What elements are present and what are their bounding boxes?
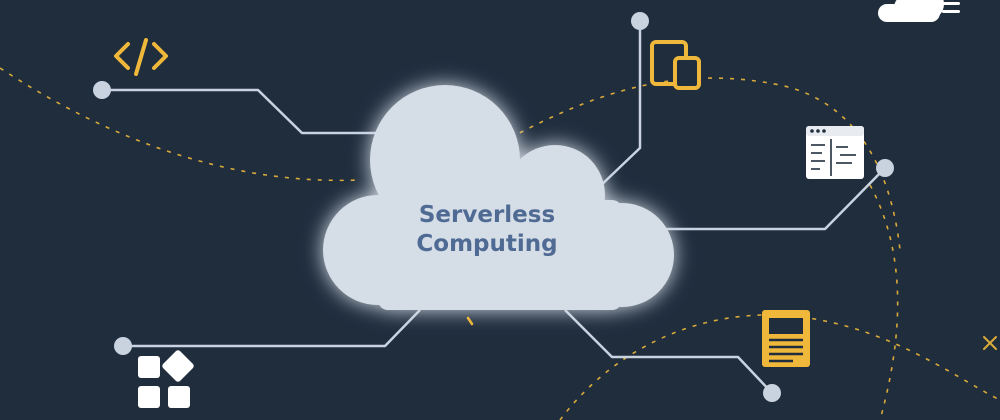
code-icon [114, 38, 168, 76]
central-cloud [323, 85, 674, 310]
cloud-title-line1: Serverless [419, 202, 555, 228]
cloud-base [378, 200, 622, 310]
document-icon [762, 310, 810, 367]
connector-nodes [93, 12, 894, 402]
node-top-left [93, 81, 111, 99]
node-top-center [631, 12, 649, 30]
connector-top-center [595, 21, 642, 191]
node-bottom-right [763, 384, 781, 402]
connector-lines [102, 21, 886, 394]
cloud-puff-main [370, 85, 520, 235]
connector-right [660, 167, 886, 231]
cloud-title-line2: Computing [416, 231, 557, 257]
accent-tick [466, 316, 474, 326]
weather-cloud-icon [878, 0, 960, 22]
apps-grid-icon [138, 350, 194, 408]
node-right [876, 159, 894, 177]
browser-window-icon [806, 126, 864, 179]
sparkle-icon [983, 336, 997, 350]
devices-icon [650, 40, 701, 90]
node-bottom-left [114, 337, 132, 355]
dashed-arc-right [869, 184, 899, 420]
connector-top-left [102, 88, 400, 135]
connector-bottom-left [123, 309, 421, 348]
connector-bottom-right [564, 309, 773, 394]
dashed-arc-left [0, 67, 361, 182]
